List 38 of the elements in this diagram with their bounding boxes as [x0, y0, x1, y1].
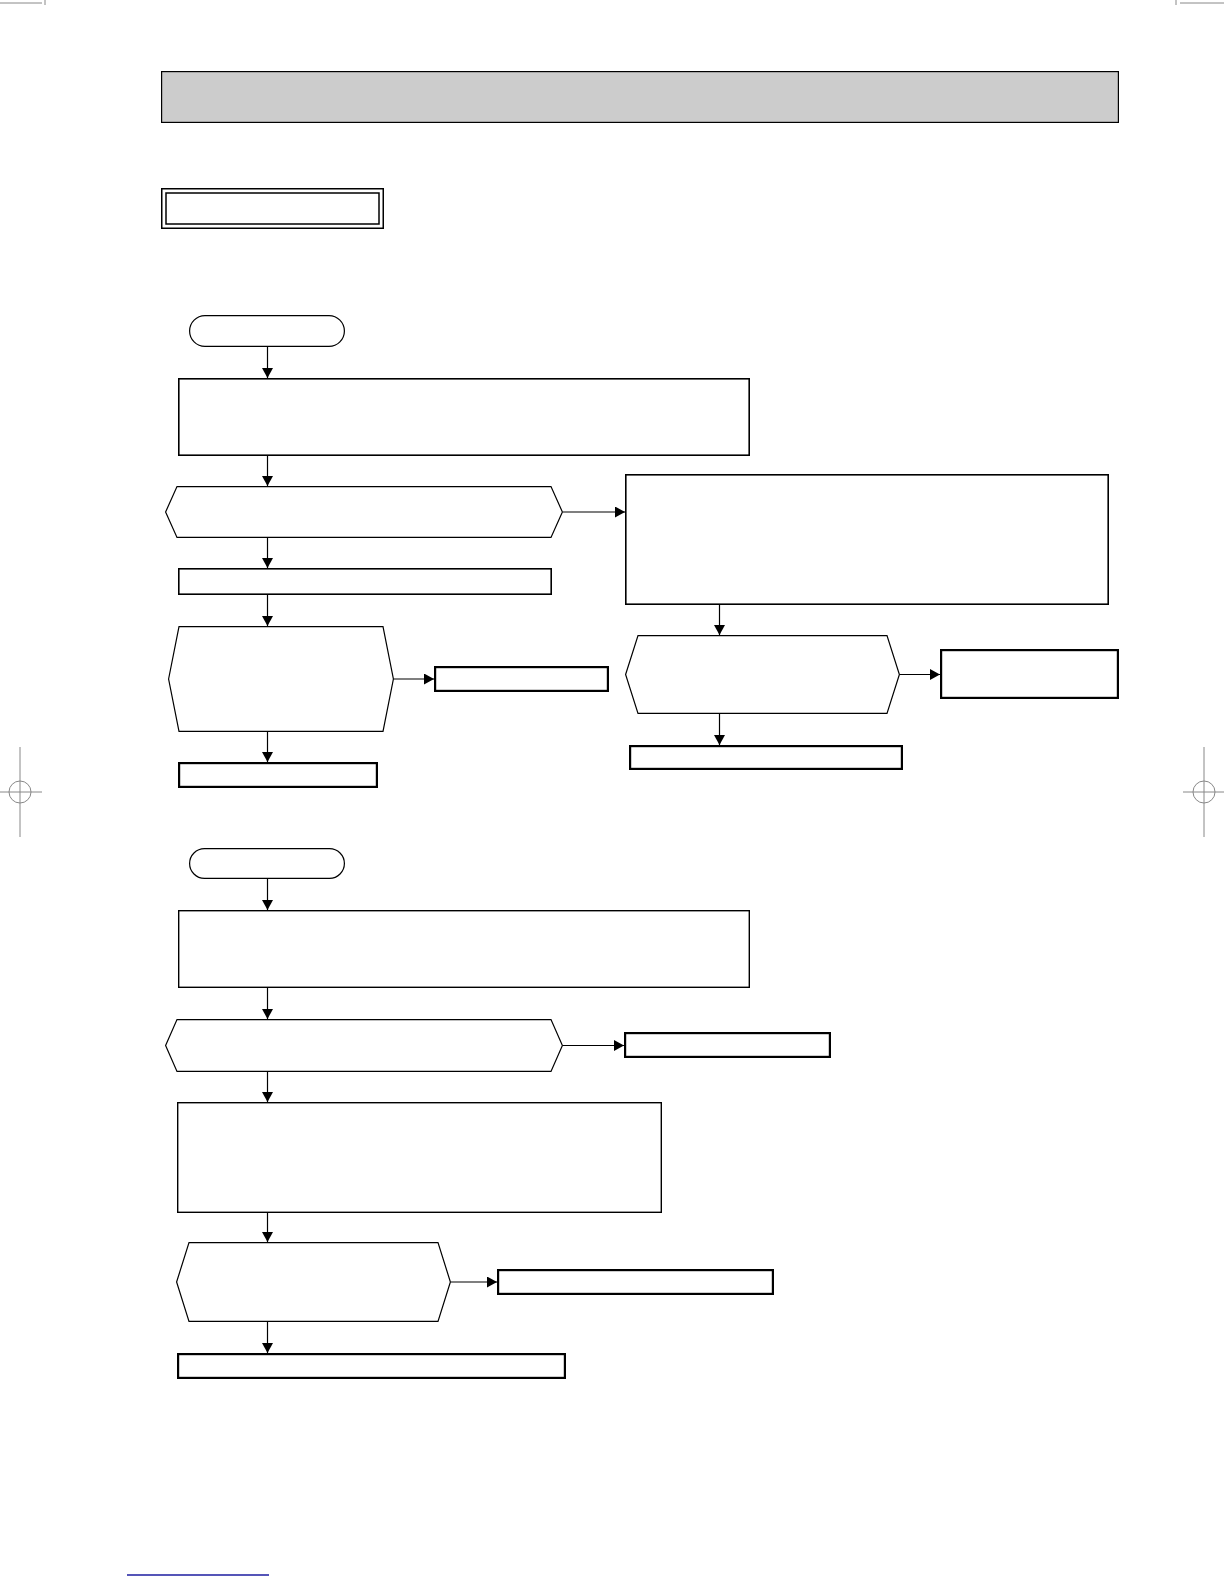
process-box	[625, 474, 1109, 605]
arrow	[899, 669, 941, 680]
arrow	[262, 1212, 273, 1243]
result-box	[940, 649, 1119, 699]
decision-hexagon	[168, 626, 394, 732]
arrow	[262, 537, 273, 569]
start-terminal	[189, 315, 345, 347]
arrow	[714, 713, 725, 746]
process-box	[177, 1102, 662, 1213]
decision-hexagon	[165, 486, 563, 538]
start-terminal	[189, 848, 345, 879]
arrow	[262, 346, 273, 379]
process-box	[178, 378, 750, 456]
arrow	[262, 1321, 273, 1354]
result-box	[497, 1269, 774, 1295]
result-box	[434, 666, 609, 692]
arrow	[262, 878, 273, 911]
process-box	[178, 568, 552, 595]
arrow	[562, 507, 626, 517]
heading-box	[161, 188, 384, 229]
header-bar	[161, 71, 1119, 123]
process-box	[178, 910, 750, 988]
arrow	[714, 604, 725, 636]
result-box	[624, 1032, 831, 1058]
arrow	[262, 594, 273, 627]
arrow	[262, 731, 273, 763]
arrow	[450, 1277, 498, 1287]
decision-hexagon	[625, 635, 900, 714]
decision-hexagon	[165, 1019, 563, 1072]
arrow	[562, 1040, 625, 1051]
result-box	[177, 1353, 566, 1379]
decision-hexagon	[176, 1242, 451, 1322]
result-box	[629, 745, 903, 770]
arrow	[262, 455, 273, 487]
arrow	[262, 987, 273, 1020]
result-box	[178, 762, 378, 788]
arrow	[393, 674, 435, 684]
arrow	[262, 1071, 273, 1103]
